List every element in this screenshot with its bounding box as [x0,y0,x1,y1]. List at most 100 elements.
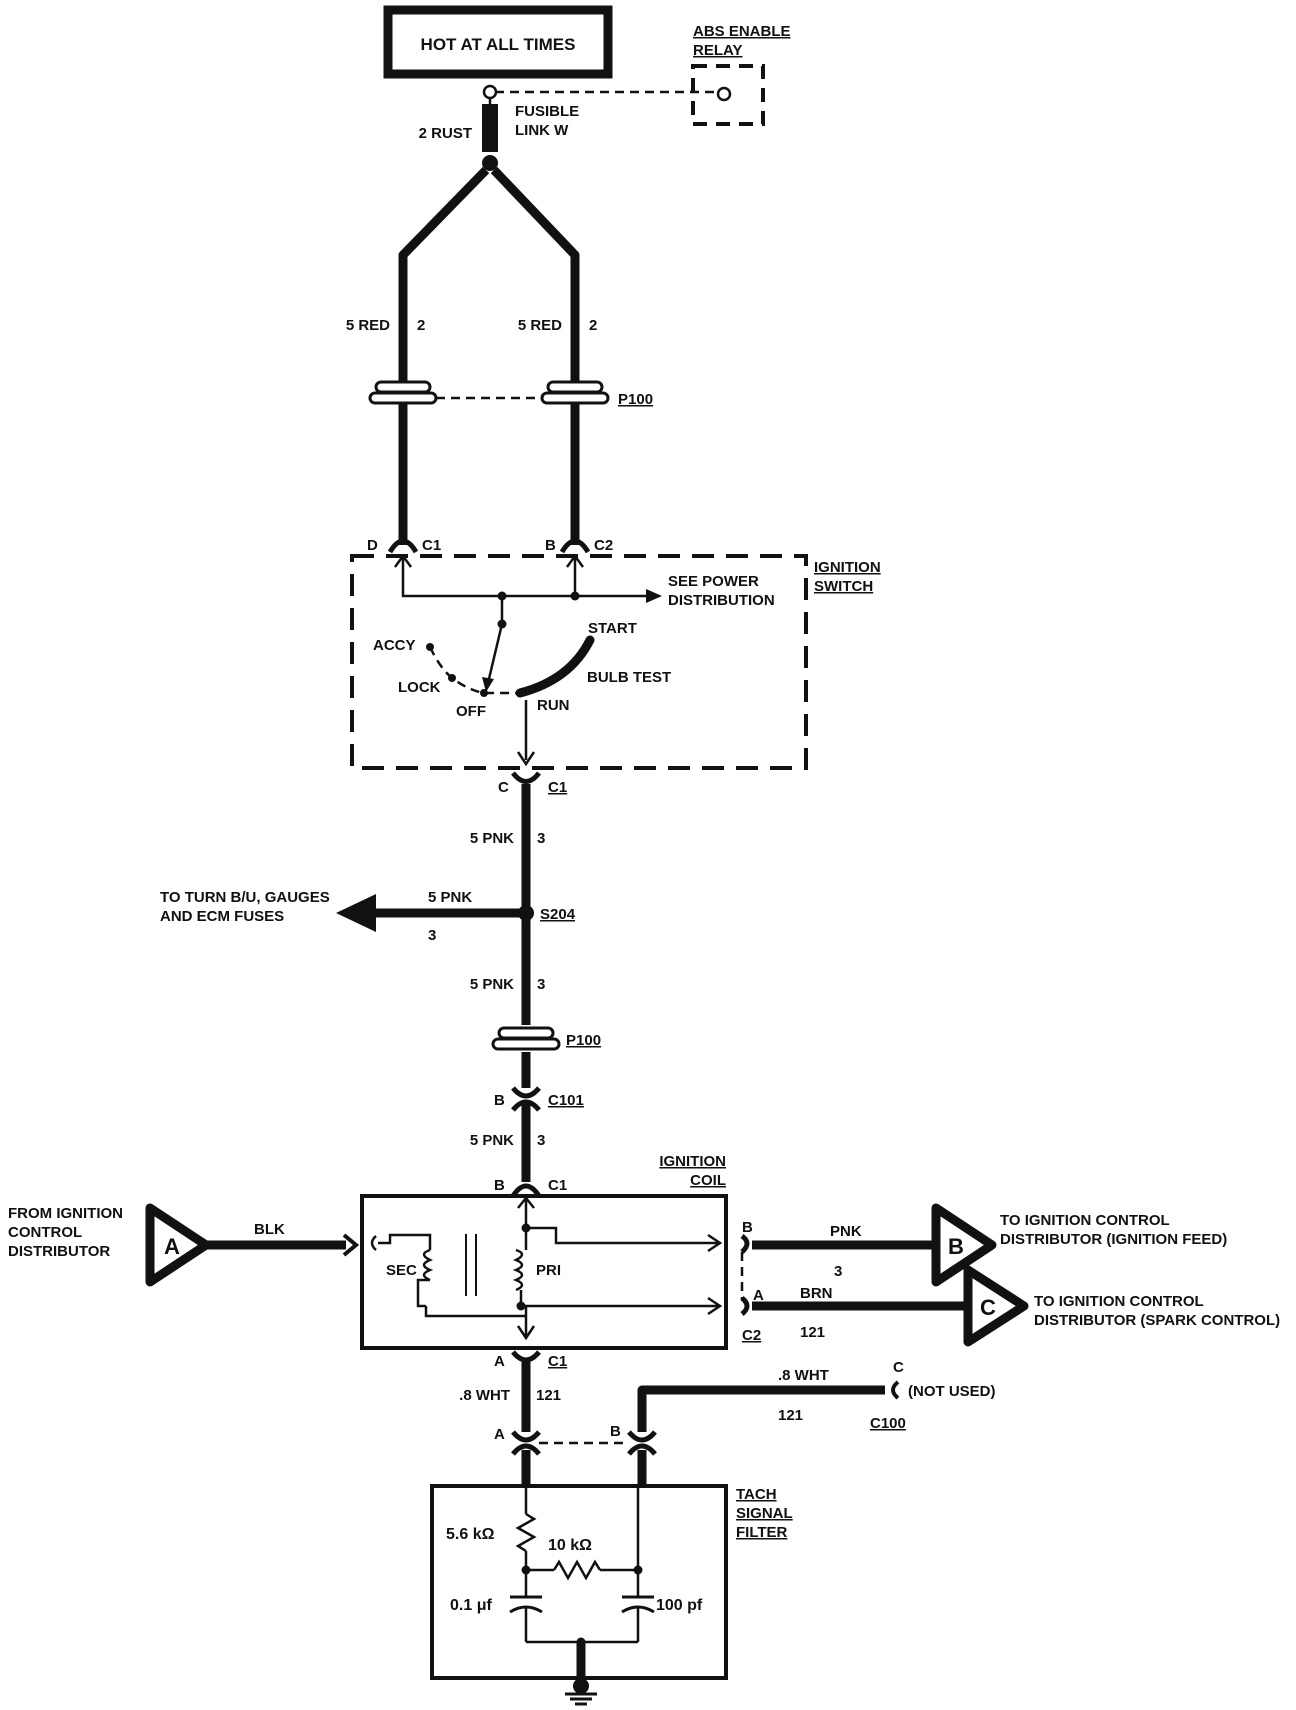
see-power-arrowhead [646,589,662,603]
off-label: OFF [456,703,486,720]
r1-resistor [515,1512,537,1553]
pnk-out-label: PNK [830,1223,862,1240]
coil-c2-label: C2 [742,1327,761,1344]
wht-wire-right [637,1385,885,1432]
marker-a-triangle [145,1203,211,1287]
pnk-wire-c-circuit: 3 [537,1132,545,1149]
to-feed-label-2: DISTRIBUTOR (IGNITION FEED) [1000,1231,1227,1248]
c100-socket [891,1380,900,1400]
ignition-switch-box [350,554,808,770]
sec-coil-winding [422,1248,434,1282]
pnk-out-socket [740,1233,750,1254]
off-dot [480,689,488,697]
fuse-top-terminal [482,84,498,100]
branch-dest-label-2: AND ECM FUSES [160,908,284,925]
pnk-out-circuit: 3 [834,1263,842,1280]
wht-left-circuit: 121 [536,1387,561,1404]
ignition-switch-title-2: SWITCH [814,578,873,595]
s204-label: S204 [540,906,576,923]
red-wire-right [490,166,580,545]
fuse-splice-dot [482,155,498,171]
blk-wire-plug [342,1233,360,1257]
pnk-wire-b-label: 5 PNK [470,976,514,993]
pnk-wire-a-label: 5 PNK [470,830,514,847]
abs-relay-label-2: RELAY [693,42,742,59]
coil-input-socket [370,1235,377,1251]
coil-c1-bottom-label: C1 [548,1353,567,1370]
p100-mid-label: P100 [566,1032,601,1049]
branch-circuit-label: 3 [428,927,436,944]
sec-return [424,1306,526,1318]
sec-coil-bottom-lead [416,1278,430,1308]
filter-b-connector-bottom [627,1443,657,1456]
c101-label: C101 [548,1092,584,1109]
brn-out-pin-label: A [753,1287,764,1304]
ground-dot [573,1678,589,1694]
coil-c1-bottom-connector [511,1350,541,1363]
c2-top-connector [559,538,591,554]
pnk-wire-b-circuit: 3 [537,976,545,993]
r2-resistor [552,1559,602,1581]
lock-label: LOCK [398,679,441,696]
brn-out-socket [740,1296,750,1316]
abs-relay-terminal [716,86,732,102]
wht-right-label: .8 WHT [778,1367,829,1384]
switch-wiper [486,623,504,684]
switch-position-arc [428,646,518,695]
fusible-link-label-1: FUSIBLE [515,103,579,120]
wht-left-label: .8 WHT [459,1387,510,1404]
filter-b-connector-top [627,1430,657,1443]
c100-label: C100 [870,1415,906,1432]
branch-arrowhead [336,894,376,932]
c101-pin-label: B [494,1092,505,1109]
sec-label: SEC [386,1262,417,1279]
switch-wiper-arrow [482,677,494,692]
c1-bottom-label: C1 [548,779,567,796]
coil-feed-arrow [707,1233,723,1253]
tach-filter-title-1: TACH [736,1486,777,1503]
coil-c1-top-connector [510,1183,542,1198]
tach-filter-title-2: SIGNAL [736,1505,793,1522]
run-start-arc [515,635,595,698]
p100-connector-left [368,380,438,405]
sec-coil-top-lead [378,1233,432,1250]
pin-d-label: D [367,537,378,554]
ignition-switch-title-1: IGNITION [814,559,881,576]
see-power-label-2: DISTRIBUTION [668,592,775,609]
bulb-test-label: BULB TEST [587,669,671,686]
filter-pin-a-label: A [494,1426,505,1443]
hot-at-all-times-label: HOT AT ALL TIMES [421,35,576,54]
fusible-link-w [482,104,498,152]
start-label: START [588,620,637,637]
c101-connector-top [511,1086,541,1099]
c1-top-tip [393,553,413,568]
tach-filter-title-3: FILTER [736,1524,788,1541]
to-feed-label-1: TO IGNITION CONTROL [1000,1212,1170,1229]
coil-brn-arrow [707,1296,723,1316]
c1-top-connector [387,538,419,554]
run-output-arrow [516,751,536,767]
pnk-out-pin-label: B [742,1219,753,1236]
abs-relay-box [691,64,765,126]
to-spark-label-2: DISTRIBUTOR (SPARK CONTROL) [1034,1312,1280,1329]
pin-c-label: C [498,779,509,796]
brn-out-circuit: 121 [800,1324,825,1341]
pnk-wire-c-label: 5 PNK [470,1132,514,1149]
pnk-wire-a-circuit: 3 [537,830,545,847]
from-dist-label-3: DISTRIBUTOR [8,1243,110,1260]
branch-dest-label-1: TO TURN B/U, GAUGES [160,889,330,906]
marker-b-label: B [948,1234,964,1259]
abs-relay-label-1: ABS ENABLE [693,23,791,40]
run-label: RUN [537,697,570,714]
pri-coil-winding [512,1248,524,1292]
ignition-coil-title-2: COIL [690,1172,726,1189]
red-wire-left [398,166,490,545]
coil-bottom-pin-label: A [494,1353,505,1370]
c1-top-label: C1 [422,537,441,554]
not-used-label: (NOT USED) [908,1383,996,1400]
pri-label: PRI [536,1262,561,1279]
fusible-link-label-2: LINK W [515,122,569,139]
coil-top-tip [517,1195,535,1209]
accy-label: ACCY [373,637,416,654]
